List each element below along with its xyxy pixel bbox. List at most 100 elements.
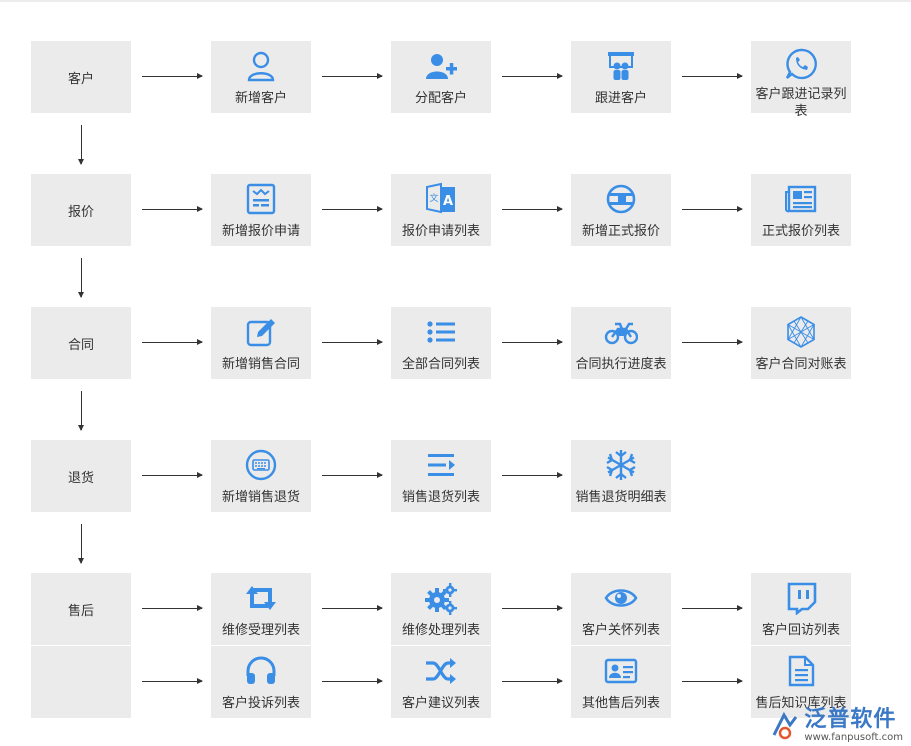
flow-node-label: 全部合同列表 bbox=[401, 357, 480, 372]
flow-arrow bbox=[682, 339, 743, 345]
flow-arrow bbox=[322, 73, 383, 79]
category-box: 售后 bbox=[31, 573, 131, 645]
flow-node-label: 报价申请列表 bbox=[401, 224, 480, 239]
top-divider bbox=[0, 0, 911, 2]
keyboard-icon bbox=[242, 446, 280, 484]
fanpu-logo-icon bbox=[773, 711, 798, 740]
hexagon-icon bbox=[782, 313, 820, 351]
flow-node-label: 客户跟进记录列表 bbox=[755, 87, 847, 119]
flow-node-label: 销售退货列表 bbox=[401, 490, 480, 505]
flow-arrow bbox=[142, 605, 203, 611]
flow-arrow bbox=[502, 206, 563, 212]
flow-node-button[interactable]: 客户回访列表 bbox=[751, 573, 851, 645]
edit-icon bbox=[242, 313, 280, 351]
flow-node-label: 分配客户 bbox=[414, 91, 467, 106]
category-box: 客户 bbox=[31, 41, 131, 113]
indent-icon bbox=[422, 446, 460, 484]
flow-node-button[interactable]: 客户合同对账表 bbox=[751, 307, 851, 379]
eye-icon bbox=[602, 579, 640, 617]
headphones-icon bbox=[242, 652, 280, 690]
flow-node-button[interactable]: 跟进客户 bbox=[571, 41, 671, 113]
flow-node-label: 新增销售合同 bbox=[221, 357, 300, 372]
flow-arrow bbox=[322, 605, 383, 611]
down-arrow bbox=[78, 258, 84, 298]
motorcycle-icon bbox=[602, 313, 640, 351]
flow-node-button[interactable]: 合同执行进度表 bbox=[571, 307, 671, 379]
flow-arrow bbox=[502, 73, 563, 79]
category-box: 合同 bbox=[31, 307, 131, 379]
flow-node-button[interactable]: 售后知识库列表 bbox=[751, 646, 851, 718]
flow-node-label: 维修受理列表 bbox=[221, 623, 300, 638]
flow-arrow bbox=[142, 73, 203, 79]
category-box bbox=[31, 646, 131, 718]
watermark-url: www.fanpusoft.com bbox=[804, 732, 903, 743]
presentation-icon bbox=[602, 47, 640, 85]
flow-node-label: 跟进客户 bbox=[594, 91, 647, 106]
flow-node-label: 维修处理列表 bbox=[401, 623, 480, 638]
list-icon bbox=[422, 313, 460, 351]
flow-node-button[interactable]: 维修受理列表 bbox=[211, 573, 311, 645]
flow-node-label: 新增客户 bbox=[234, 91, 287, 106]
flow-node-button[interactable]: 客户建议列表 bbox=[391, 646, 491, 718]
svg-text:A: A bbox=[443, 194, 453, 209]
flow-node-button[interactable]: 销售退货列表 bbox=[391, 440, 491, 512]
down-arrow bbox=[78, 524, 84, 564]
flow-arrow bbox=[322, 339, 383, 345]
globe-icon bbox=[602, 180, 640, 218]
shuffle-icon bbox=[422, 652, 460, 690]
gears-icon bbox=[422, 579, 460, 617]
flow-node-button[interactable]: 新增销售退货 bbox=[211, 440, 311, 512]
flow-node-label: 合同执行进度表 bbox=[575, 357, 667, 372]
flow-node-button[interactable]: 新增客户 bbox=[211, 41, 311, 113]
flow-arrow bbox=[142, 206, 203, 212]
watermark: 泛普软件 www.fanpusoft.com bbox=[770, 708, 903, 744]
flow-arrow bbox=[142, 339, 203, 345]
flow-node-label: 新增销售退货 bbox=[221, 490, 300, 505]
flow-node-button[interactable]: 新增正式报价 bbox=[571, 174, 671, 246]
flow-node-button[interactable]: 销售退货明细表 bbox=[571, 440, 671, 512]
retweet-icon bbox=[242, 579, 280, 617]
id-card-icon bbox=[602, 652, 640, 690]
flow-arrow bbox=[322, 678, 383, 684]
category-box: 退货 bbox=[31, 440, 131, 512]
user-icon bbox=[242, 47, 280, 85]
flow-arrow bbox=[682, 73, 743, 79]
twitch-icon bbox=[782, 579, 820, 617]
flow-node-button[interactable]: 其他售后列表 bbox=[571, 646, 671, 718]
flow-node-label: 正式报价列表 bbox=[761, 224, 840, 239]
flow-node-button[interactable]: 全部合同列表 bbox=[391, 307, 491, 379]
flow-arrow bbox=[322, 472, 383, 478]
flow-node-label: 客户建议列表 bbox=[401, 696, 480, 711]
flow-arrow bbox=[502, 472, 563, 478]
flow-node-label: 售后知识库列表 bbox=[755, 696, 847, 711]
flow-node-label: 新增报价申请 bbox=[221, 224, 300, 239]
flow-node-button[interactable]: 新增报价申请 bbox=[211, 174, 311, 246]
flow-node-button[interactable]: 正式报价列表 bbox=[751, 174, 851, 246]
down-arrow bbox=[78, 125, 84, 165]
flow-node-label: 其他售后列表 bbox=[581, 696, 660, 711]
flow-node-label: 客户投诉列表 bbox=[221, 696, 300, 711]
flow-node-label: 客户合同对账表 bbox=[755, 357, 847, 372]
newspaper-icon bbox=[782, 180, 820, 218]
form-icon bbox=[242, 180, 280, 218]
flow-arrow bbox=[322, 206, 383, 212]
flow-node-button[interactable]: 分配客户 bbox=[391, 41, 491, 113]
flow-arrow bbox=[142, 472, 203, 478]
down-arrow bbox=[78, 391, 84, 431]
flow-node-label: 新增正式报价 bbox=[581, 224, 660, 239]
flow-node-button[interactable]: 维修处理列表 bbox=[391, 573, 491, 645]
watermark-brand: 泛普软件 bbox=[804, 707, 897, 732]
flow-node-button[interactable]: 客户投诉列表 bbox=[211, 646, 311, 718]
flow-node-button[interactable]: 客户关怀列表 bbox=[571, 573, 671, 645]
flow-arrow bbox=[502, 605, 563, 611]
flow-node-label: 客户关怀列表 bbox=[581, 623, 660, 638]
svg-text:文: 文 bbox=[429, 192, 438, 204]
flow-node-label: 销售退货明细表 bbox=[575, 490, 667, 505]
category-box: 报价 bbox=[31, 174, 131, 246]
flow-node-button[interactable]: 新增销售合同 bbox=[211, 307, 311, 379]
flow-node-button[interactable]: 客户跟进记录列表 bbox=[751, 41, 851, 119]
document-icon bbox=[782, 652, 820, 690]
whatsapp-icon bbox=[782, 47, 820, 81]
